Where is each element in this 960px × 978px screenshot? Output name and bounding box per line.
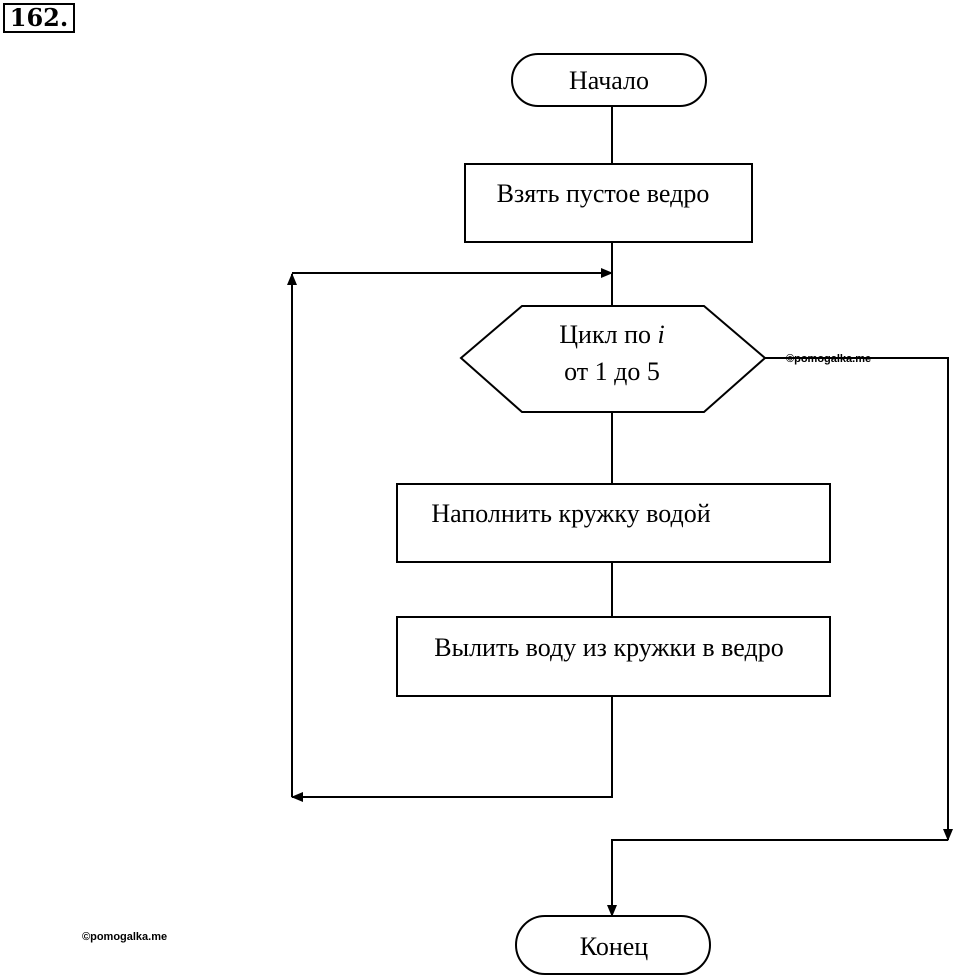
process-take-bucket [464,163,753,243]
process-fill-mug-label: Наполнить кружку водой [431,499,710,528]
end-label: Конец [580,932,649,961]
end-terminator [515,915,711,975]
problem-number: 162. [3,3,75,33]
loop-prefix: Цикл по [559,320,657,349]
loop-header-label: Цикл по i [559,320,664,349]
process-pour-water [396,616,831,697]
loop-back-arrow [296,696,613,798]
exit-to-end-line [611,839,948,914]
process-pour-water-label: Вылить воду из кружки в ведро [434,633,783,662]
watermark-bottom: ©pomogalka.me [82,931,167,943]
loop-exit-line [764,357,949,836]
process-fill-mug [396,483,831,563]
loop-variable: i [657,320,664,349]
watermark-top: ©pomogalka.me [786,353,871,365]
process-take-bucket-label: Взять пустое ведро [497,179,710,208]
start-label: Начало [569,66,649,95]
loop-range-label: от 1 до 5 [564,357,660,386]
loop-hexagon [459,305,767,413]
start-terminator [511,53,707,107]
